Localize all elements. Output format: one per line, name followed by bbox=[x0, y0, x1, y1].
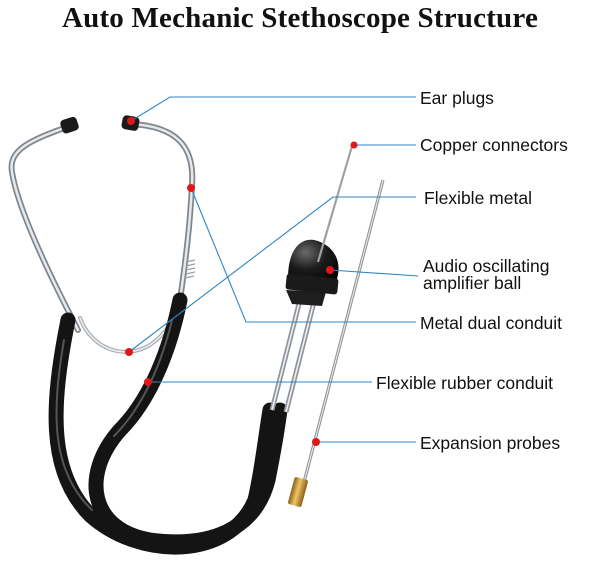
label-copper-connectors: Copper connectors bbox=[420, 135, 568, 155]
left-ear-tube bbox=[8, 123, 81, 333]
rubber-conduit bbox=[48, 292, 288, 555]
diagram-title: Auto Mechanic Stethoscope Structure bbox=[61, 2, 539, 34]
marker-metal-dual-conduit bbox=[187, 184, 195, 192]
left-ear-plug bbox=[60, 116, 79, 134]
leader-ear-plugs bbox=[130, 96, 416, 122]
leader-flexible-metal bbox=[128, 196, 416, 353]
brass-tip bbox=[288, 477, 308, 507]
amplifier-dome bbox=[288, 239, 339, 282]
marker-expansion-probes bbox=[312, 438, 320, 446]
marker-amplifier-ball bbox=[326, 266, 334, 274]
leader-amplifier-ball bbox=[329, 269, 419, 277]
label-rubber-conduit: Flexible rubber conduit bbox=[376, 373, 554, 393]
ear-plugs bbox=[60, 115, 140, 134]
expansion-probe bbox=[288, 179, 385, 507]
leader-metal-dual-conduit bbox=[190, 187, 416, 323]
ear-tubes bbox=[8, 121, 196, 333]
label-expansion-probes: Expansion probes bbox=[420, 433, 561, 453]
leader-lines bbox=[128, 96, 419, 443]
marker-ear-plugs bbox=[127, 117, 135, 125]
spring-coil bbox=[184, 259, 196, 279]
metal-dual-conduit bbox=[269, 299, 317, 413]
marker-rubber-conduit bbox=[144, 378, 152, 386]
label-metal-dual-conduit: Metal dual conduit bbox=[420, 313, 563, 333]
label-flexible-metal: Flexible metal bbox=[424, 188, 532, 208]
marker-copper-connectors bbox=[350, 141, 358, 149]
marker-dots bbox=[125, 117, 358, 446]
marker-flexible-metal bbox=[125, 348, 133, 356]
amplifier-ball bbox=[285, 239, 339, 306]
label-ear-plugs: Ear plugs bbox=[420, 88, 494, 108]
copper-connector-rod bbox=[316, 145, 354, 263]
label-amplifier-ball: Audio oscillating amplifier ball bbox=[423, 256, 550, 293]
rubber-tube-right bbox=[88, 292, 288, 550]
